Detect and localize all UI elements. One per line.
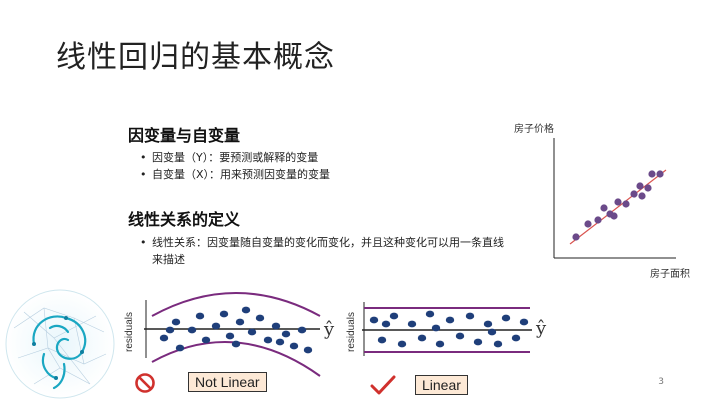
nonlinear-residual-point: [225, 332, 235, 340]
scatter-point: [630, 190, 638, 198]
nonlinear-residual-point: [271, 322, 281, 330]
variables-bullet-list: 因变量（Y）：要预测或解释的变量 自变量（X）：用来预测因变量的变量: [140, 149, 440, 183]
nonlinear-residual-point: [275, 338, 285, 346]
scatter-point: [644, 184, 652, 192]
linear-residual-point: [435, 340, 445, 348]
linear-residual-point: [483, 320, 493, 328]
linear-residual-plot: [362, 302, 532, 356]
linear-residual-point: [377, 336, 387, 344]
slide-title: 线性回归的基本概念: [56, 40, 335, 75]
linear-residual-point: [519, 318, 529, 326]
scatter-point: [572, 233, 580, 241]
nonlinear-residual-point: [247, 328, 257, 336]
linear-residual-point: [455, 332, 465, 340]
nonlinear-residual-point: [171, 318, 181, 326]
nonlinear-residual-point: [201, 336, 211, 344]
brain-network-illustration: [5, 289, 115, 399]
bullet-dependent-variable: 因变量（Y）：要预测或解释的变量: [140, 149, 440, 166]
linear-residuals-label: residuals: [346, 311, 357, 352]
linear-residual-point: [407, 320, 417, 328]
bullet-linear-definition: 线性关系：因变量随自变量的变化而变化，并且这种变化可以用一条直线来描述: [140, 234, 510, 268]
nonlinear-residual-point: [231, 340, 241, 348]
linear-residual-point: [473, 338, 483, 346]
linear-residual-point: [389, 312, 399, 320]
nonlinear-residual-point: [281, 330, 291, 338]
nonlinear-residual-point: [255, 314, 265, 322]
linear-residual-point: [493, 340, 503, 348]
nonlinear-residual-point: [211, 322, 221, 330]
nonlinear-residual-plot: [144, 292, 321, 377]
scatter-point: [610, 212, 618, 220]
checkmark-icon: [370, 375, 396, 395]
nonlinear-residual-point: [175, 344, 185, 352]
linear-residual-point: [511, 334, 521, 342]
nonlinear-residual-point: [241, 306, 251, 314]
linear-residual-point: [431, 324, 441, 332]
nonlinear-residual-point: [303, 346, 313, 354]
linear-residual-point: [369, 316, 379, 324]
scatter-point: [594, 216, 602, 224]
scatter-y-axis-label: 房子价格: [514, 124, 554, 135]
nonlinear-upper-band: [151, 292, 321, 317]
linear-residual-point: [465, 312, 475, 320]
linear-residual-point: [397, 340, 407, 348]
no-sign-icon: [135, 373, 155, 393]
scatter-point: [584, 220, 592, 228]
nonlinear-residuals-label: residuals: [124, 311, 135, 352]
section-heading-linear-relation: 线性关系的定义: [128, 210, 241, 229]
linear-yhat-symbol: ŷ: [536, 318, 547, 339]
linear-residual-point: [501, 314, 511, 322]
linear-relation-bullet-list: 线性关系：因变量随自变量的变化而变化，并且这种变化可以用一条直线来描述: [140, 234, 510, 268]
nonlinear-residual-point: [297, 326, 307, 334]
nonlinear-residual-point: [195, 312, 205, 320]
linear-residual-point: [425, 310, 435, 318]
scatter-point: [636, 182, 644, 190]
nonlinear-yhat-symbol: ŷ: [324, 319, 335, 340]
bullet-independent-variable: 自变量（X）：用来预测因变量的变量: [140, 166, 440, 183]
section-heading-variables: 因变量与自变量: [128, 126, 241, 145]
linear-residual-point: [487, 328, 497, 336]
scatter-point: [614, 198, 622, 206]
not-linear-label: Not Linear: [188, 372, 267, 392]
house-price-scatter-plot: [553, 138, 676, 259]
scatter-point: [638, 192, 646, 200]
nonlinear-residual-point: [263, 336, 273, 344]
page-number: 3: [658, 377, 664, 387]
scatter-point: [622, 200, 630, 208]
nonlinear-residual-point: [289, 342, 299, 350]
nonlinear-residual-point: [235, 318, 245, 326]
nonlinear-residual-point: [187, 326, 197, 334]
scatter-point: [648, 170, 656, 178]
linear-residual-point: [445, 316, 455, 324]
scatter-trend-line: [569, 169, 667, 245]
nonlinear-residual-point: [219, 310, 229, 318]
linear-residual-point: [417, 334, 427, 342]
scatter-point: [600, 204, 608, 212]
nonlinear-residual-point: [165, 326, 175, 334]
scatter-x-axis-label: 房子面积: [650, 269, 690, 280]
linear-label: Linear: [415, 375, 468, 395]
scatter-point: [656, 170, 664, 178]
nonlinear-residual-point: [159, 334, 169, 342]
linear-residual-point: [381, 320, 391, 328]
